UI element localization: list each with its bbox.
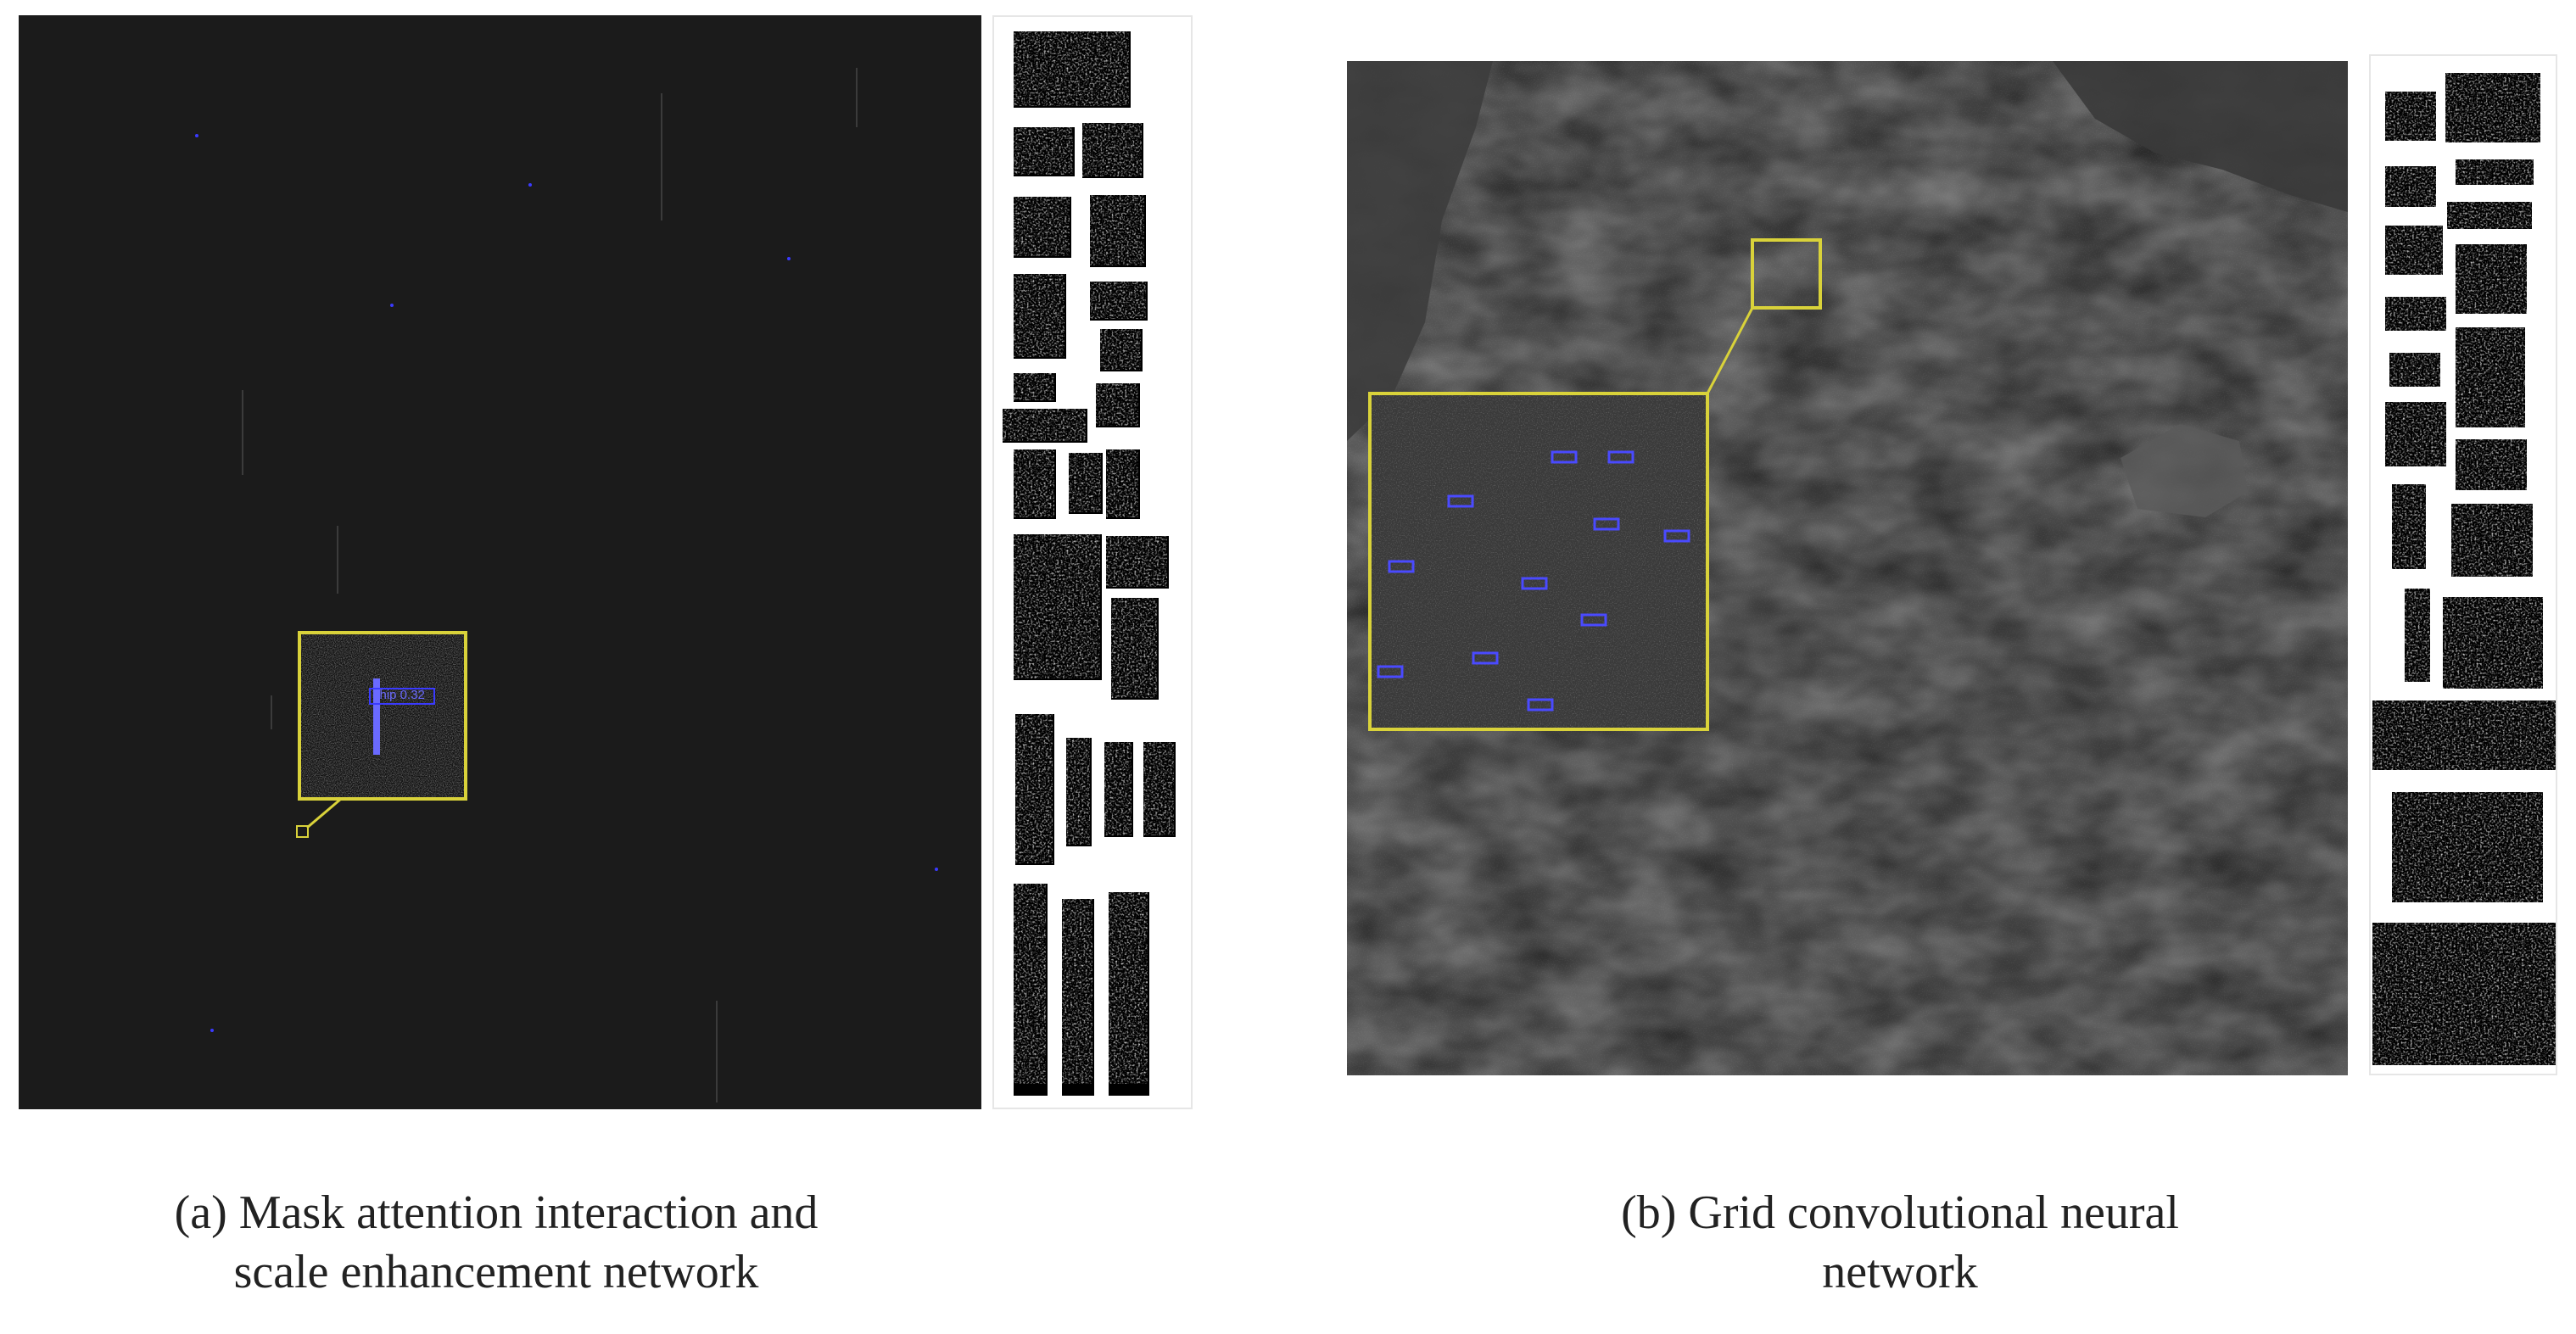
- chip-b-4: [2456, 159, 2534, 185]
- chip-b-8: [2385, 297, 2446, 331]
- panel-a-sar-image: [19, 15, 981, 1109]
- caption-a-line1: (a) Mask attention interaction and: [174, 1186, 819, 1239]
- panel-a-detection-box: [369, 688, 435, 705]
- chip-a-7: [1090, 282, 1148, 321]
- chip-b-12: [2456, 439, 2527, 490]
- panel-a-zoom-frame: [298, 631, 467, 801]
- chip-b-5: [2447, 202, 2532, 229]
- chip-a-20: [1104, 742, 1133, 837]
- panel-a-ship-target: [373, 678, 380, 755]
- chip-b-15: [2405, 589, 2430, 682]
- caption-b-line1: (b) Grid convolutional neural: [1621, 1186, 2179, 1239]
- chip-a-23: [1062, 899, 1094, 1096]
- chip-a-4: [1014, 197, 1071, 258]
- chip-a-9: [1014, 373, 1056, 402]
- chip-a-18: [1015, 714, 1054, 865]
- chip-a-17: [1111, 598, 1159, 700]
- chip-a-8: [1100, 329, 1143, 371]
- panel-a-blue-dots: [195, 134, 938, 1032]
- chip-a-6: [1014, 274, 1066, 359]
- chip-b-13: [2392, 484, 2426, 569]
- chip-a-1: [1014, 31, 1131, 108]
- chip-a-5: [1090, 195, 1146, 267]
- chip-a-11: [1096, 383, 1140, 427]
- chip-a-12: [1014, 449, 1056, 519]
- caption-b-line2: network: [1822, 1246, 1978, 1298]
- panel-a-chip-strip: [992, 15, 1193, 1109]
- chip-b-7: [2456, 244, 2527, 314]
- chip-b-11: [2385, 402, 2446, 466]
- chip-a-19: [1066, 738, 1092, 846]
- panel-a-pointer-line: [306, 797, 342, 829]
- panel-b-chip-strip: [2369, 54, 2557, 1075]
- chip-b-3: [2385, 166, 2436, 207]
- caption-a: (a) Mask attention interaction and scale…: [51, 1183, 942, 1302]
- caption-a-line2: scale enhancement network: [233, 1246, 759, 1298]
- chip-a-2: [1014, 127, 1075, 176]
- chip-a-22: [1014, 884, 1048, 1096]
- chip-b-17: [2372, 700, 2556, 770]
- panel-b-zoom-speckle: [1370, 394, 1707, 729]
- chip-b-2: [2445, 73, 2540, 142]
- caption-b: (b) Grid convolutional neural network: [1442, 1183, 2358, 1302]
- chip-b-14: [2451, 504, 2533, 577]
- chip-b-10: [2389, 353, 2440, 387]
- chip-b-19: [2372, 923, 2556, 1065]
- chip-a-13: [1069, 453, 1103, 514]
- chip-b-1: [2385, 92, 2436, 141]
- panel-a-zoom-speckle: [299, 633, 466, 799]
- chip-b-16: [2443, 597, 2543, 689]
- chip-a-16: [1106, 536, 1169, 589]
- chip-a-10: [1003, 409, 1087, 443]
- chip-a-15: [1014, 534, 1102, 680]
- chip-b-18: [2392, 792, 2543, 902]
- panel-a-streaks: [242, 68, 858, 1102]
- chip-b-9: [2456, 327, 2525, 427]
- chip-a-24: [1109, 892, 1149, 1096]
- panel-a-source-marker: [296, 825, 309, 838]
- chip-b-6: [2385, 226, 2443, 275]
- panel-a-detection-label: ship 0.32: [373, 688, 425, 702]
- chip-a-3: [1082, 123, 1143, 178]
- chip-a-14: [1106, 449, 1140, 519]
- chip-a-21: [1143, 742, 1176, 837]
